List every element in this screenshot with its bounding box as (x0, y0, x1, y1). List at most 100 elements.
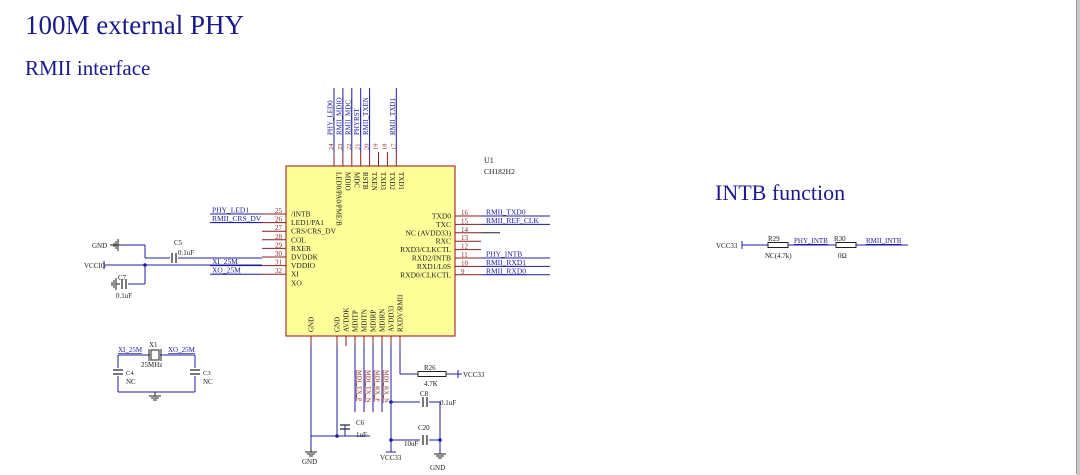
right-pin-number: 11 (461, 251, 468, 259)
page-title: 100M external PHY (25, 10, 244, 40)
intb-net-mid: PHY_INTB (794, 237, 828, 245)
chip-body (285, 165, 456, 337)
bottom-pin-name: RXDV/RMII (397, 294, 405, 332)
left-pin-number: 30 (275, 250, 283, 258)
c7-ref: C7 (118, 274, 127, 282)
right-net-label: RMII_RXD1 (486, 258, 526, 267)
top-pin-number: 24 (328, 143, 335, 150)
left-pin-number: 28 (275, 233, 283, 241)
right-net-label: RMII_RXD0 (486, 266, 526, 275)
left-pin-name: LED1/PA1 (291, 218, 324, 227)
right-pin-name: NC (AVDD33) (406, 228, 452, 237)
gnd-label-left: GND (92, 242, 107, 250)
mdi-net-label: MDI_TX_N (365, 370, 372, 403)
right-pin-name: RXD0/CLKCTL (400, 270, 451, 279)
c4-value: NC (126, 378, 136, 386)
r26-ref: R26 (424, 364, 436, 372)
c5-ref: C5 (174, 239, 183, 247)
right-pin-name: RXD3/CLKCTL (400, 245, 451, 254)
top-pin-number: 21 (355, 144, 362, 151)
crystal-body (150, 349, 160, 361)
left-pin-number: 32 (275, 267, 283, 275)
mdi-net-label: MDI_RX_N (383, 370, 390, 403)
left-pin-name: COL (291, 235, 306, 244)
left-pin-name: XI (291, 270, 299, 279)
right-pin-name: RXD2/INTB (412, 254, 451, 263)
left-pin-name: DVDDK (291, 253, 319, 262)
top-pin-name: RSTB (361, 172, 369, 190)
top-pin-name: TXEN (370, 172, 378, 191)
junction-dot (389, 400, 393, 404)
c5-value: 0.1uF (178, 249, 194, 257)
top-pin-number: 19 (373, 144, 380, 151)
section-title-rmii: RMII interface (25, 56, 151, 80)
x1-net-right: XO_25M (168, 346, 196, 354)
vccio-label: VCCIO (84, 262, 106, 270)
c7-value: 0.1uF (116, 292, 132, 300)
mdi-net-label: MDI_RX_P (374, 370, 381, 402)
r30-body (835, 242, 857, 248)
c20-value: 10uF (404, 440, 419, 448)
right-pin-name: TXD0 (432, 212, 451, 221)
r29-body (767, 242, 789, 248)
right-net-label: RMII_TXD0 (486, 208, 526, 217)
right-pin-name: RXC (436, 237, 451, 246)
vcc33-label-intb: VCC33 (716, 242, 738, 250)
bottom-pin-name: MDIRN (379, 309, 387, 332)
left-net-label: XO_25M (212, 266, 241, 275)
top-net-label: PHY_LED0 (327, 100, 335, 135)
top-net-label: RMII_MDIO (335, 97, 343, 135)
right-pin-name: RXD1/L0S (417, 262, 451, 271)
x1-net-left: XI_25M (118, 346, 143, 354)
r29-ref: R29 (768, 235, 780, 243)
right-net-label: PHY_INTB (486, 250, 522, 259)
gnd-label-bottom: GND (302, 458, 317, 466)
top-net-label: PHYRST (353, 107, 361, 135)
r30-value: 0Ω (838, 252, 847, 260)
intb-net-out: RMII_INTB (866, 237, 902, 245)
left-pin-number: 29 (275, 241, 283, 249)
left-pin-number: 26 (275, 216, 283, 224)
left-pin-number: 25 (275, 207, 283, 215)
mdi-net-label: MDI_TX_P (356, 370, 363, 402)
top-pin-number: 22 (346, 144, 353, 151)
bottom-pin-name: AVDDK (343, 308, 351, 332)
right-pin-number: 10 (461, 259, 469, 267)
chip-part: CH182H2 (484, 167, 515, 176)
top-pin-name: MDC (352, 172, 360, 188)
left-pin-name: CRS/CRS_DV (291, 227, 337, 236)
r26-body (417, 371, 447, 377)
top-pin-number: 20 (364, 144, 371, 151)
c4-ref: C4 (126, 370, 134, 377)
left-pin-number: 27 (275, 224, 283, 232)
junction-dot (335, 434, 339, 438)
left-pin-name: /INTB (291, 210, 311, 219)
c20-ref: C20 (418, 424, 430, 432)
top-pin-number: 18 (381, 144, 388, 151)
right-pin-number: 9 (461, 268, 465, 276)
right-pin-name: TXC (436, 220, 451, 229)
bottom-pin-name: MDITP (352, 310, 360, 332)
top-net-label: RMII_TXEN (362, 97, 370, 135)
right-pin-number: 15 (461, 217, 469, 225)
c3-ref: C3 (203, 370, 211, 377)
window-edge (1077, 0, 1080, 475)
vcc33-label-bottom: VCC33 (380, 454, 402, 462)
bottom-pin-name: GND (334, 317, 342, 332)
top-net-label: RMII_MDC (344, 100, 352, 135)
chip-ref: U1 (484, 156, 494, 165)
x1-ref: X1 (149, 341, 158, 349)
bottom-pin-name: MDIRP (370, 310, 378, 332)
gnd-label-right: GND (430, 464, 445, 472)
right-pin-number: 16 (461, 209, 469, 217)
left-net-label: PHY_LED1 (212, 206, 249, 215)
right-net-label: RMII_REF_CLK (486, 216, 540, 225)
top-pin-number: 23 (337, 144, 344, 151)
r26-value: 4.7K (424, 380, 438, 388)
r29-value: NC(4.7k) (765, 252, 792, 260)
section-title-intb: INTB function (715, 180, 846, 205)
left-net-label: RMII_CRS_DV (212, 214, 262, 223)
